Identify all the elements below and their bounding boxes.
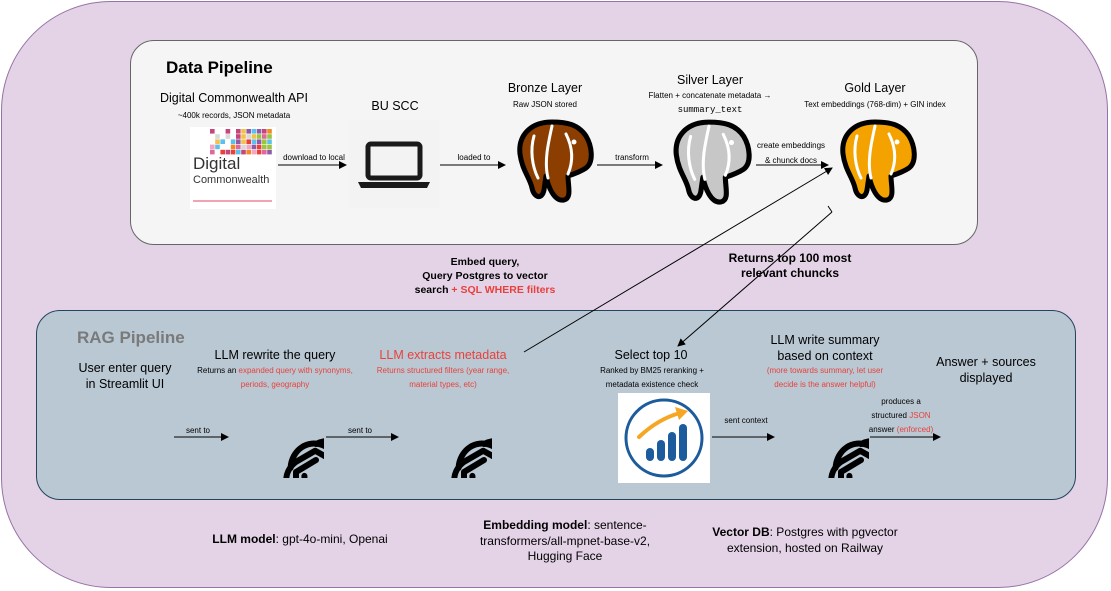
gold-subtitle: Text embeddings (768-dim) + GIN index <box>804 100 946 109</box>
logo-text-digital: Digital <box>193 154 240 173</box>
arrow-returns-tail <box>827 205 833 213</box>
digital-commonwealth-logo: Digital Commonwealth <box>190 127 276 209</box>
embed-query-line3: search + SQL WHERE filters <box>414 284 556 296</box>
extract-subtitle-line2: material types, etc) <box>409 380 477 389</box>
edge-label-sent-to-2: sent to <box>347 426 372 435</box>
rewrite-title: LLM rewrite the query <box>214 348 336 362</box>
gold-title: Gold Layer <box>844 81 906 95</box>
edge-label-sent-to-1: sent to <box>185 426 210 435</box>
bronze-title: Bronze Layer <box>507 81 583 95</box>
ranking-chart-icon <box>618 393 710 483</box>
edge-label-transform: transform <box>615 153 649 162</box>
embed-query-line2: Query Postgres to vector <box>422 270 548 282</box>
top10-title: Select top 10 <box>614 348 688 362</box>
silver-subtitle: Flatten + concatenate metadata → <box>648 91 772 100</box>
answer-line1: Answer + sources <box>936 355 1036 369</box>
edge-label-create-embeddings: create embeddings <box>756 141 826 150</box>
edge-label-download: download to local <box>283 153 345 162</box>
rewrite-subtitle-line1: Returns an expanded query with synonyms, <box>197 366 353 375</box>
laptop-icon <box>349 120 439 208</box>
user-query-line2: in Streamlit UI <box>85 377 165 391</box>
rag-pipeline-title: RAG Pipeline <box>77 328 185 347</box>
summary-title-line2: based on context <box>777 349 873 363</box>
scc-title: BU SCC <box>371 99 419 113</box>
data-pipeline-title: Data Pipeline <box>166 58 273 77</box>
user-query-line1: User enter query <box>78 361 172 375</box>
footer-embedding-model: Embedding model: sentence-transformers/a… <box>479 518 651 564</box>
embed-query-line1: Embed query, <box>450 256 520 268</box>
extract-subtitle-line1: Returns structured filters (year range, <box>376 366 510 375</box>
top10-subtitle-line1: Ranked by BM25 reranking + <box>600 366 704 375</box>
bronze-subtitle: Raw JSON stored <box>512 100 578 109</box>
summary-title-line1: LLM write summary <box>770 333 880 347</box>
rag-pipeline-box <box>36 310 1076 500</box>
api-subtitle: ~400k records, JSON metadata <box>177 111 291 120</box>
extract-title: LLM extracts metadata <box>379 348 507 362</box>
arrow-returns-top100 <box>677 211 833 347</box>
top10-subtitle-line2: metadata existence check <box>605 380 699 389</box>
silver-title: Silver Layer <box>677 73 743 87</box>
edge-label-sent-context: sent context <box>724 416 768 425</box>
silver-summary-text-label: summary_text <box>677 105 743 115</box>
logo-text-commonwealth: Commonwealth <box>193 174 269 186</box>
arrow-embed-query <box>523 167 833 353</box>
summary-subtitle-line2: decide is the answer helpful) <box>774 380 876 389</box>
returns-line1: Returns top 100 most <box>728 251 852 265</box>
footer-llm-model: LLM model: gpt-4o-mini, Openai <box>212 532 388 546</box>
answer-line2: displayed <box>959 371 1013 385</box>
rewrite-subtitle-line2: periods, geography <box>240 380 310 389</box>
produces-line2: structured JSON <box>871 411 931 420</box>
edge-label-loaded-to: loaded to <box>457 153 491 162</box>
produces-line1: produces a <box>881 397 921 406</box>
edge-label-chunck-docs: & chunck docs <box>764 156 818 165</box>
summary-subtitle-line1: (more towards summary, let user <box>766 366 884 375</box>
api-title: Digital Commonwealth API <box>160 91 308 105</box>
produces-line3: answer (enforced) <box>868 425 934 434</box>
